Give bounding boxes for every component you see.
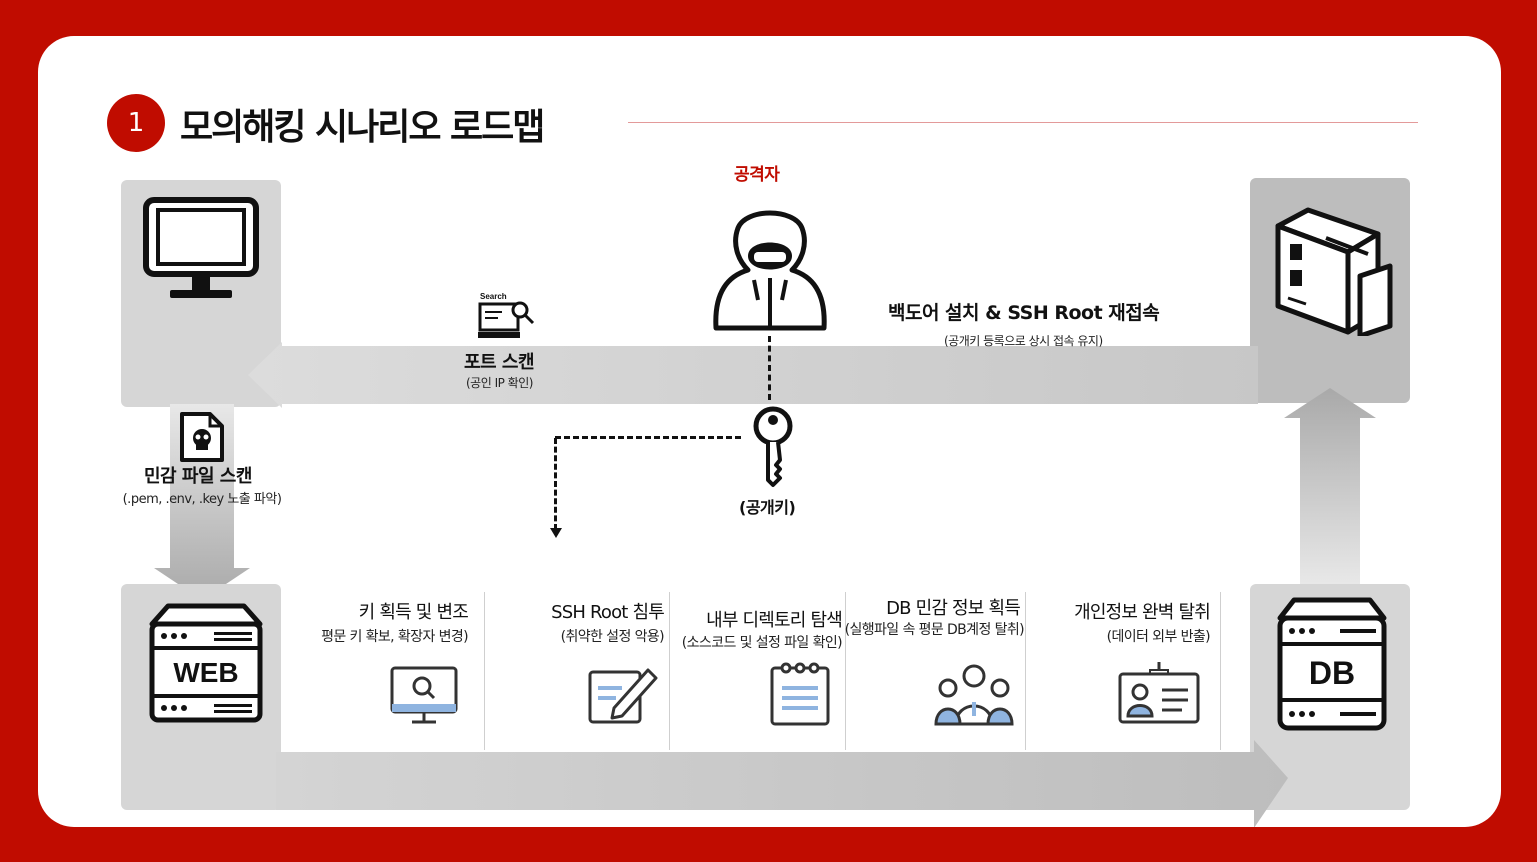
id-card-icon	[1118, 662, 1200, 724]
key-icon	[753, 406, 793, 487]
step-divider	[1025, 592, 1026, 750]
step-divider	[1220, 592, 1221, 750]
attacker-label: 공격자	[734, 165, 780, 185]
team-people-icon	[934, 664, 1014, 726]
port-scan-title: 포트 스캔	[464, 352, 535, 373]
backdoor-title: 백도어 설치 & SSH Root 재접속	[888, 302, 1160, 324]
step-2-sub: (취약한 설정 악용)	[560, 629, 665, 645]
step-3-sub: (소스코드 및 설정 파일 확인)	[681, 635, 843, 651]
dashed-line-horizontal	[555, 436, 741, 439]
up-arrow	[1284, 388, 1376, 584]
step-3-title: 내부 디렉토리 탐색	[706, 610, 843, 631]
hacker-icon	[713, 210, 827, 331]
search-icon-text: Search	[480, 292, 507, 301]
slide-card: 1 모의해킹 시나리오 로드맵 공격자	[38, 36, 1501, 827]
dashed-line-down	[554, 438, 557, 530]
down-arrow	[154, 404, 250, 600]
section-number: 1	[127, 108, 145, 138]
step-divider	[484, 592, 485, 750]
step-4-sub: (실행파일 속 평문 DB계정 탈취)	[844, 622, 1025, 638]
step-5-title: 개인정보 완벽 탈취	[1074, 602, 1211, 623]
public-key-label: (공개키)	[739, 498, 796, 517]
dashed-arrowhead	[550, 528, 562, 538]
step-4-title: DB 민감 정보 획득	[886, 598, 1021, 619]
edit-document-icon	[588, 668, 658, 724]
monitor-search-icon	[390, 666, 458, 724]
notepad-icon	[770, 662, 830, 726]
db-label: DB	[1309, 655, 1355, 691]
step-2-title: SSH Root 침투	[551, 602, 665, 623]
step-5-sub: (데이터 외부 반출)	[1106, 629, 1211, 645]
bottom-right-arrow	[276, 740, 1288, 827]
step-1-sub: 평문 키 확보, 확장자 변경)	[321, 629, 469, 645]
server-door-icon	[1275, 207, 1393, 336]
top-left-arrow	[248, 342, 1258, 408]
monitor-icon	[143, 197, 259, 298]
web-server-icon: WEB	[149, 603, 263, 723]
file-scan-sub: (.pem, .env, .key 노출 파악)	[122, 492, 282, 507]
port-scan-sub: (공인 IP 확인)	[466, 376, 533, 390]
db-server-icon: DB	[1277, 597, 1387, 731]
skull-file-icon	[180, 412, 224, 462]
title-rule	[628, 122, 1418, 123]
web-label: WEB	[173, 657, 238, 688]
backdoor-sub: (공개키 등록으로 상시 접속 유지)	[944, 334, 1103, 348]
dashed-line-vertical	[768, 336, 771, 400]
section-number-badge: 1	[107, 94, 165, 152]
step-divider	[845, 592, 846, 750]
page-title: 모의해킹 시나리오 로드맵	[180, 107, 545, 148]
file-scan-title: 민감 파일 스캔	[144, 466, 252, 487]
search-monitor-icon: Search	[478, 292, 535, 338]
step-1-title: 키 획득 및 변조	[358, 602, 469, 623]
step-divider	[669, 592, 670, 750]
